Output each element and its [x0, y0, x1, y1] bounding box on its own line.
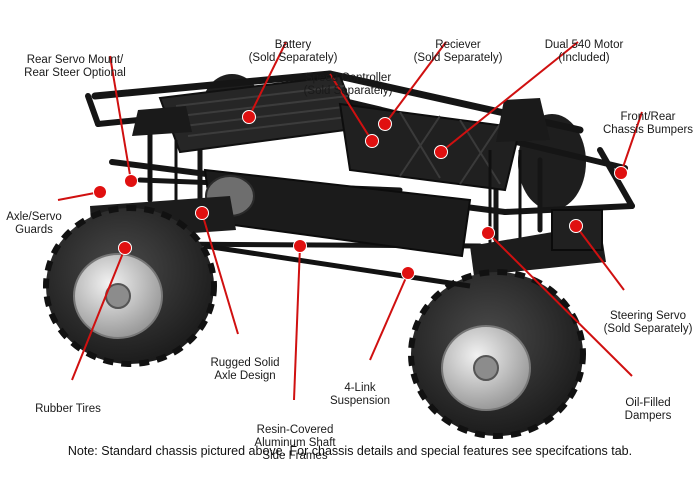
rear-left-tire-tread	[43, 205, 217, 367]
label-rubber-tires: Rubber Tires	[35, 403, 101, 415]
marker-speed-controller	[365, 134, 379, 148]
leader-dual-540-motor	[440, 41, 579, 153]
leader-axle-servo-guards	[57, 191, 101, 201]
leader-four-link-suspension	[369, 272, 409, 361]
label-dual-540-motor: Dual 540 Motor(Included)	[544, 39, 624, 64]
leader-resin-shaft-frames	[293, 245, 301, 401]
marker-rear-servo-mount	[124, 174, 138, 188]
marker-reciever	[378, 117, 392, 131]
label-battery: Battery(Sold Separately)	[248, 39, 338, 64]
label-steering-servo: Steering Servo(Sold Separately)	[603, 310, 693, 335]
leader-speed-controller	[329, 73, 373, 142]
marker-front-rear-bumpers	[614, 166, 628, 180]
front-shock-tower	[496, 98, 550, 142]
marker-four-link-suspension	[401, 266, 415, 280]
marker-steering-servo	[569, 219, 583, 233]
label-speed-controller: Speed Controller(Sold Separately)	[303, 72, 393, 97]
rear-shock-tower	[132, 106, 192, 136]
four-link-bar	[204, 243, 471, 289]
diagram-stage: Rear Servo Mount/Rear Steer Optional Bat…	[6, 39, 694, 462]
marker-axle-servo-guards	[93, 185, 107, 199]
leader-battery	[248, 41, 287, 118]
leader-rear-servo-mount	[109, 55, 132, 182]
leader-rugged-solid-axle	[201, 212, 239, 335]
leader-oil-filled-dampers	[487, 232, 633, 377]
leader-lines	[57, 41, 643, 401]
leader-reciever	[384, 41, 447, 125]
marker-rubber-tires	[118, 241, 132, 255]
front-left-tire-tread	[408, 269, 586, 439]
chassis-illustration	[43, 41, 643, 439]
marker-battery	[242, 110, 256, 124]
callout-markers	[93, 110, 628, 280]
marker-dual-540-motor	[434, 145, 448, 159]
marker-rugged-solid-axle	[195, 206, 209, 220]
leader-front-rear-bumpers	[620, 111, 643, 174]
label-rear-servo-mount: Rear Servo Mount/Rear Steer Optional	[24, 54, 126, 79]
footer-note: Note: Standard chassis pictured above. F…	[67, 444, 633, 458]
label-reciever: Reciever(Sold Separately)	[413, 39, 503, 64]
marker-resin-shaft-frames	[293, 239, 307, 253]
front-left-hub	[473, 355, 499, 381]
marker-oil-filled-dampers	[481, 226, 495, 240]
leader-steering-servo	[575, 225, 625, 291]
leader-rubber-tires	[71, 247, 126, 381]
